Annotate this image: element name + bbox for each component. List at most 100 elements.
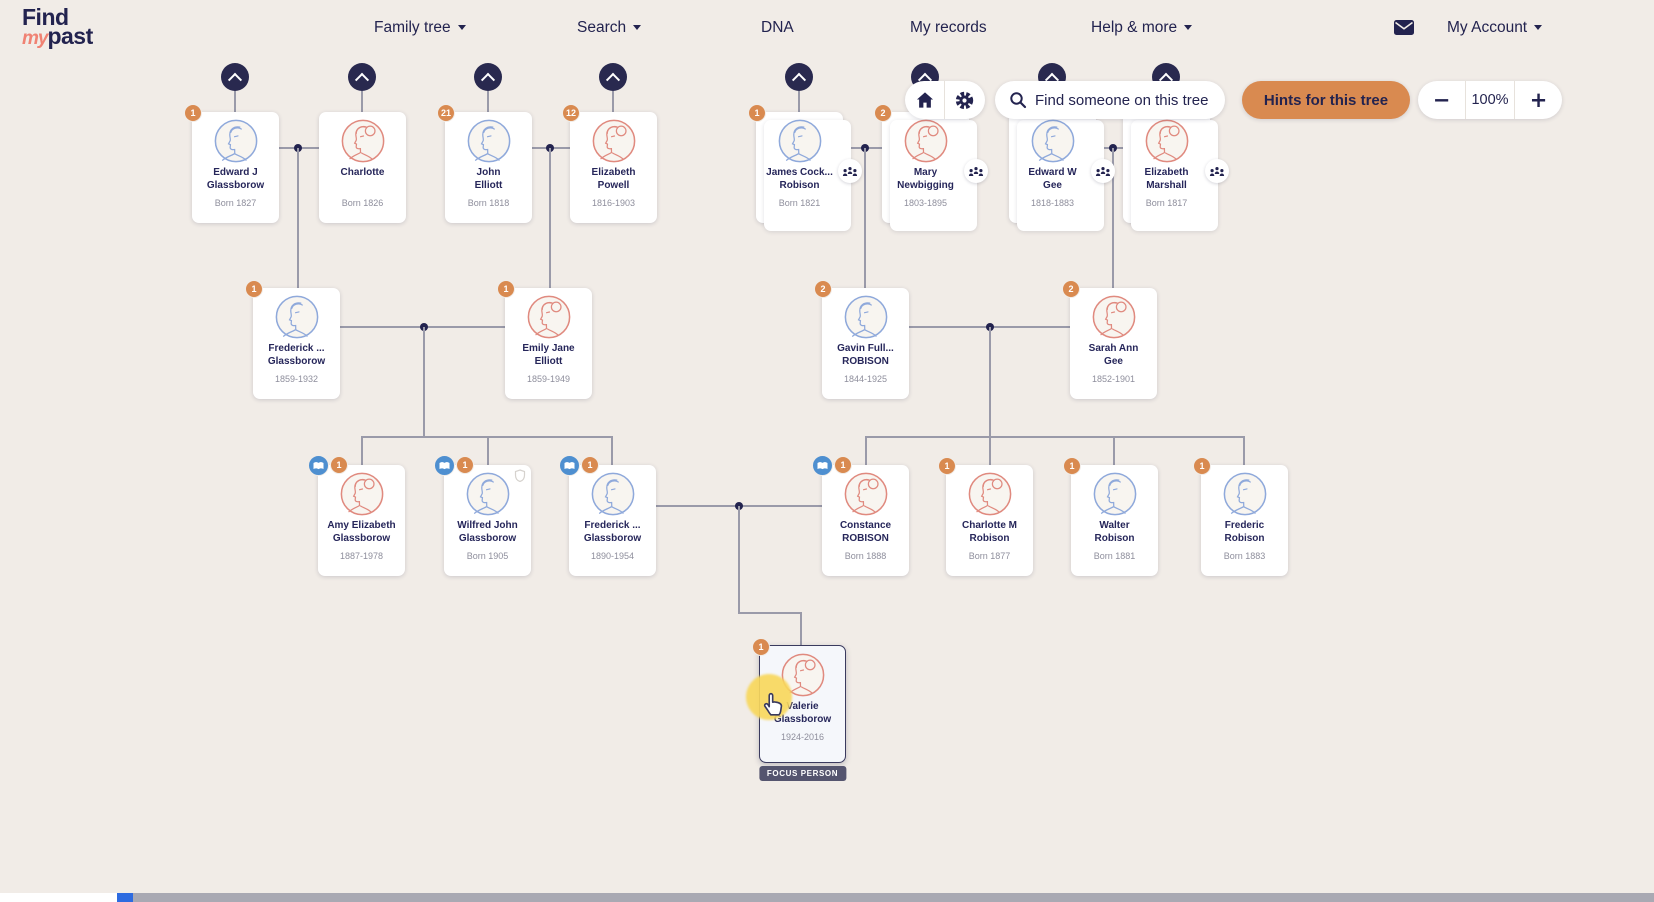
hints-badge[interactable]: 1 (581, 456, 599, 474)
family-tree-icon-button[interactable] (1205, 159, 1229, 183)
divider (1514, 81, 1515, 119)
hints-badge[interactable]: 1 (1063, 457, 1081, 475)
connector (611, 436, 613, 465)
hints-badge[interactable]: 2 (874, 104, 892, 122)
horizontal-scrollbar[interactable] (0, 893, 1654, 902)
person-name: Sarah Ann (1088, 343, 1139, 354)
nav-my-account[interactable]: My Account (1447, 19, 1543, 37)
book-icon-badge[interactable] (812, 455, 833, 476)
hints-badge[interactable]: 2 (1062, 280, 1080, 298)
family-tree-icon-button[interactable] (1091, 159, 1115, 183)
findmypast-logo[interactable]: Find mypast (22, 6, 93, 49)
hints-badge[interactable]: 1 (456, 456, 474, 474)
hints-badge[interactable]: 1 (1193, 457, 1211, 475)
hints-badge[interactable]: 21 (437, 104, 455, 122)
nav-dna[interactable]: DNA (761, 19, 794, 36)
hints-for-tree-button[interactable]: Hints for this tree (1242, 81, 1410, 119)
hints-badge[interactable]: 1 (184, 104, 202, 122)
male-avatar-icon (777, 118, 823, 164)
connector (738, 506, 740, 613)
connector (865, 436, 867, 465)
book-icon-badge[interactable] (434, 455, 455, 476)
nav-family-tree[interactable]: Family tree (374, 19, 466, 37)
nav-my-records[interactable]: My records (910, 19, 987, 36)
female-avatar-icon (591, 118, 637, 164)
person-dates: 1803-1895 (903, 198, 948, 208)
home-button[interactable] (905, 81, 944, 119)
search-icon (1010, 92, 1027, 109)
mail-icon[interactable] (1394, 20, 1414, 40)
chevron-down-icon (1184, 25, 1193, 30)
connector (798, 91, 800, 112)
zoom-controls: − 100% + (1418, 81, 1562, 119)
female-avatar-icon (339, 471, 385, 517)
connector (549, 148, 551, 288)
zoom-out-button[interactable]: − (1418, 81, 1465, 119)
hints-badge[interactable]: 2 (814, 280, 832, 298)
scrollbar-thumb[interactable] (133, 893, 1654, 902)
person-dates: 1816-1903 (591, 198, 636, 208)
connector (989, 436, 991, 465)
expand-ancestors-button[interactable] (785, 63, 813, 91)
hints-badge[interactable]: 1 (938, 457, 956, 475)
divider (944, 81, 945, 119)
nav-help-more[interactable]: Help & more (1091, 19, 1193, 37)
expand-ancestors-button[interactable] (221, 63, 249, 91)
hints-badge[interactable]: 1 (748, 104, 766, 122)
hints-badge[interactable]: 1 (834, 456, 852, 474)
expand-ancestors-button[interactable] (474, 63, 502, 91)
person-dates: Born 1827 (214, 198, 257, 208)
person-card-gavin-fullarton-robison[interactable]: 2 Gavin Full...ROBISON 1844-1925 (814, 280, 909, 399)
person-dates: 1818-1883 (1030, 198, 1075, 208)
hints-badge[interactable]: 1 (752, 638, 770, 656)
family-tree-icon-button[interactable] (964, 159, 988, 183)
chevron-down-icon (457, 25, 466, 30)
female-avatar-icon (1091, 294, 1137, 340)
zoom-in-button[interactable]: + (1515, 81, 1562, 119)
book-icon-badge[interactable] (308, 455, 329, 476)
expand-ancestors-button[interactable] (599, 63, 627, 91)
family-tree-icon-button[interactable] (838, 159, 862, 183)
person-card-frederick-glassborow-jr[interactable]: 1 Frederick ...Glassborow 1890-1954 (559, 455, 656, 576)
settings-button[interactable] (945, 81, 984, 119)
hints-badge[interactable]: 1 (245, 280, 263, 298)
person-card-frederick-glassborow-sr[interactable]: 1 Frederick ...Glassborow 1859-1932 (245, 280, 340, 399)
tree-search-box[interactable] (995, 81, 1225, 119)
male-avatar-icon (213, 118, 259, 164)
search-input[interactable] (1035, 91, 1215, 109)
nav-search[interactable]: Search (577, 19, 642, 37)
zoom-level: 100% (1471, 92, 1509, 108)
person-dates: 1859-1949 (526, 374, 571, 384)
hints-badge[interactable]: 1 (497, 280, 515, 298)
person-dates: 1844-1925 (843, 374, 888, 384)
person-card-james-cockburn-robison[interactable]: 1 James Cock...Robison Born 1821 (748, 104, 862, 231)
person-dates: 1890-1954 (590, 551, 635, 561)
person-dates: Born 1818 (467, 198, 510, 208)
person-dates: Born 1817 (1145, 198, 1188, 208)
hints-badge[interactable]: 12 (562, 104, 580, 122)
home-icon (916, 92, 933, 108)
person-dates: 1887-1978 (339, 551, 384, 561)
expand-ancestors-button[interactable] (348, 63, 376, 91)
book-icon-badge[interactable] (559, 455, 580, 476)
female-avatar-icon (340, 118, 386, 164)
hints-badge[interactable]: 1 (330, 456, 348, 474)
person-dates: Born 1883 (1223, 551, 1266, 561)
person-card-charlotte[interactable]: Charlotte Born 1826 (319, 112, 406, 223)
